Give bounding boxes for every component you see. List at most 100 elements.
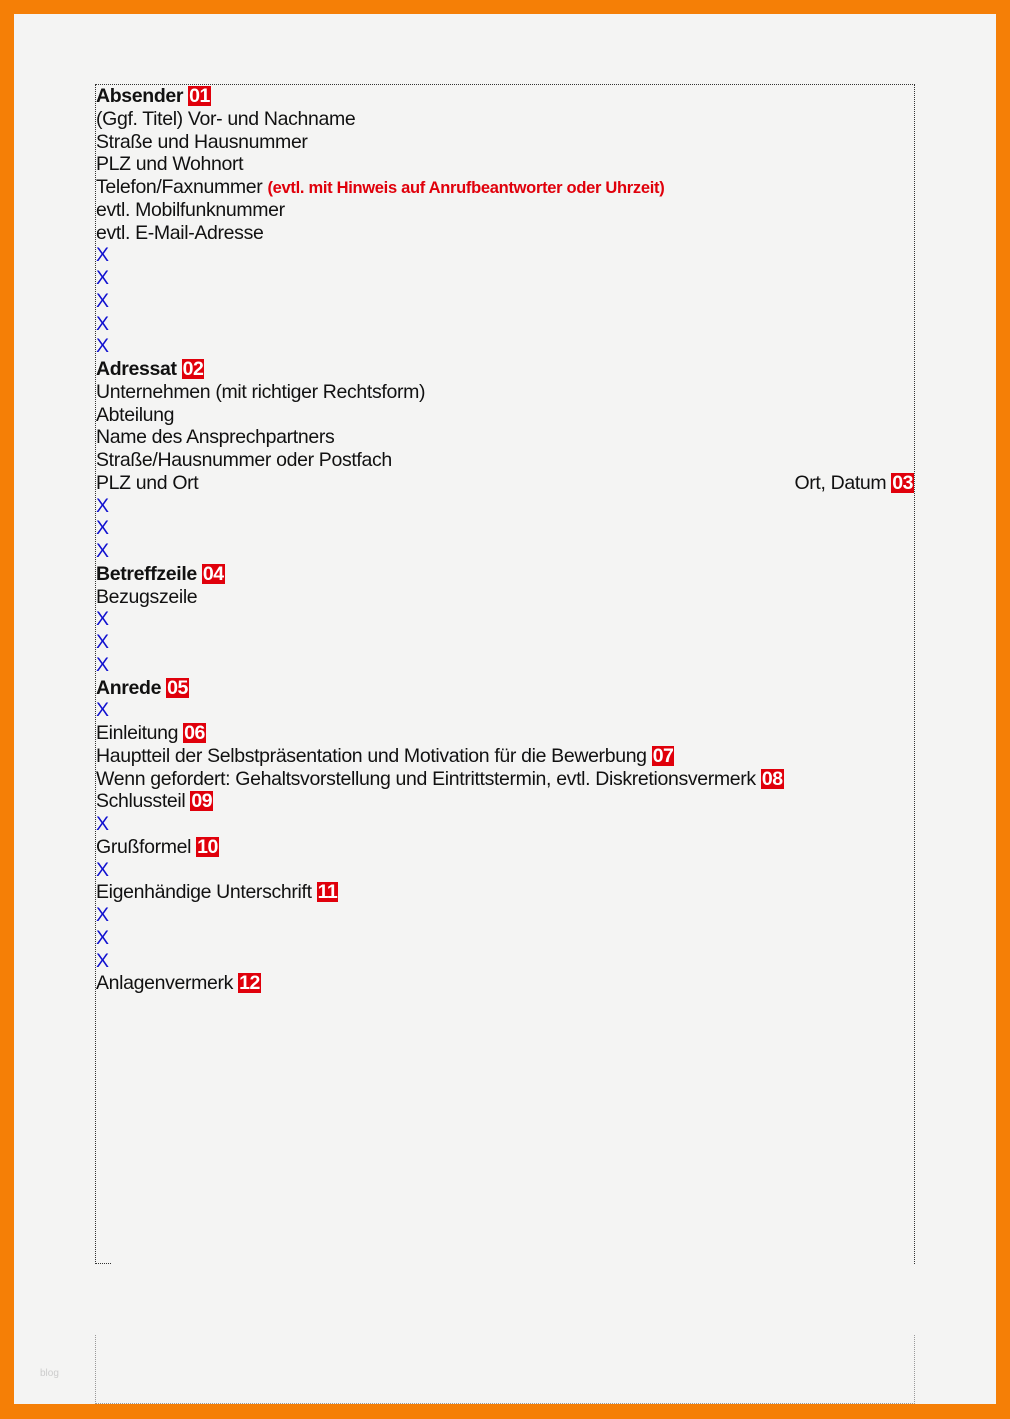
placeholder-line: X [96,699,914,722]
line-text: Straße und Hausnummer [96,130,308,153]
number-badge: 12 [238,972,261,995]
letter-line: Bezugszeile [96,586,914,609]
letter-line: Hauptteil der Selbstpräsentation und Mot… [96,745,914,768]
line-text: Adressat [96,358,177,380]
number-badge: 11 [316,881,339,904]
hint-note: (evtl. mit Hinweis auf Anrufbeantworter … [267,179,665,197]
number-badge: 02 [181,358,205,380]
placeholder-line: X [96,631,914,654]
letter-line: Unternehmen (mit richtiger Rechtsform) [96,381,914,404]
placeholder-x: X [96,653,109,676]
placeholder-x: X [96,926,109,949]
number-badge: 03 [891,471,914,494]
placeholder-x: X [96,312,109,335]
letter-line: Name des Ansprechpartners [96,426,914,449]
letter-line: evtl. Mobilfunknummer [96,199,914,222]
line-text: Anlagenvermerk [96,972,234,995]
number-badge: 01 [188,85,211,107]
placeholder-x: X [96,858,109,881]
placeholder-x: X [96,813,109,835]
letter-line: PLZ und Wohnort [96,153,914,176]
letter-line: Telefon/Faxnummer (evtl. mit Hinweis auf… [96,176,914,199]
number-badge: 07 [651,744,675,767]
placeholder-x: X [96,494,109,517]
letter-line: (Ggf. Titel) Vor- und Nachname [96,108,914,131]
placeholder-line: X [96,290,914,313]
line-text: Abteilung [96,403,175,426]
placeholder-line: X [96,859,914,882]
letter-line: Abteilung [96,404,914,427]
placeholder-line: X [96,495,914,518]
placeholder-line: X [96,927,914,950]
placeholder-x: X [96,335,109,358]
placeholder-x: X [96,631,109,653]
line-text: Bezugszeile [96,585,198,608]
letter-line: Straße/Hausnummer oder Postfach [96,449,914,472]
line-text: Anrede [96,676,162,699]
line-text: Name des Ansprechpartners [96,426,335,449]
placeholder-line: X [96,517,914,540]
placeholder-x: X [96,540,109,562]
number-badge: 05 [166,676,189,699]
line-text: Eigenhändige Unterschrift [96,881,312,904]
line-text: (Ggf. Titel) Vor- und Nachname [96,107,356,130]
number-badge: 08 [760,767,784,790]
line-text: evtl. E-Mail-Adresse [96,221,264,244]
line-text: Hauptteil der Selbstpräsentation und Mot… [96,744,647,767]
frame-corner [95,1263,111,1264]
line-text: Betreffzeile [96,562,197,585]
placeholder-x: X [96,608,109,631]
line-text: Grußformel [96,835,192,858]
line-text: evtl. Mobilfunknummer [96,198,285,221]
placeholder-x: X [96,267,109,289]
line-text: Telefon/Faxnummer [96,176,263,198]
footer-frame [95,1335,915,1404]
line-text: PLZ und Wohnort [96,153,244,176]
text-frame [95,84,915,1264]
placeholder-line: X [96,540,914,563]
number-badge: 04 [201,562,225,585]
line-text: Absender [96,85,184,107]
letter-line: evtl. E-Mail-Adresse [96,222,914,245]
placeholder-line: X [96,654,914,677]
placeholder-line: X [96,813,914,836]
line-text: Unternehmen (mit richtiger Rechtsform) [96,380,426,403]
placeholder-x: X [96,289,109,312]
line-text: Wenn gefordert: Gehaltsvorstellung und E… [96,767,756,790]
placeholder-x: X [96,244,109,267]
line-text: PLZ und Ort [96,471,199,494]
placeholder-x: X [96,517,109,540]
placeholder-line: X [96,267,914,290]
placeholder-line: X [96,313,914,336]
placeholder-line: X [96,904,914,927]
placeholder-line: X [96,608,914,631]
placeholder-x: X [96,904,109,926]
date-label: Ort, Datum [794,471,887,494]
placeholder-x: X [96,699,109,722]
number-badge: 10 [196,835,219,858]
placeholder-line: X [96,244,914,267]
placeholder-line: X [96,335,914,358]
placeholder-x: X [96,949,109,972]
number-badge: 06 [183,722,206,744]
line-text: Einleitung [96,722,179,744]
letter-line: Straße und Hausnummer [96,131,914,154]
placeholder-line: X [96,950,914,973]
letter-line: Wenn gefordert: Gehaltsvorstellung und E… [96,768,914,791]
line-text: Straße/Hausnummer oder Postfach [96,449,392,471]
line-text: Schlussteil [96,790,186,813]
watermark: blog [40,1368,59,1379]
